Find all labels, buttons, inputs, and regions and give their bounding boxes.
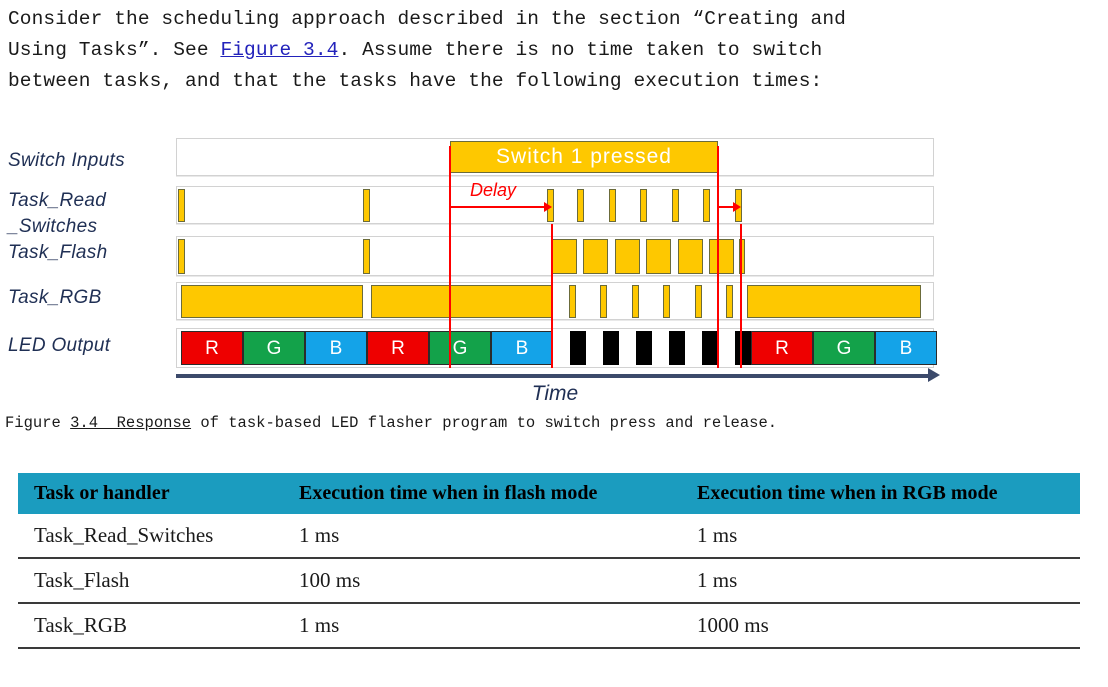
release-arrow-line: [717, 206, 737, 208]
pulse-read-1: [178, 189, 185, 222]
pulse-read-8: [703, 189, 710, 222]
row-label-task-rgb: Task_RGB: [8, 287, 102, 308]
flash-block-5: [678, 239, 703, 274]
delay-arrow-head: [544, 202, 552, 212]
column-header-flash-mode: Execution time when in flash mode: [283, 473, 681, 514]
pulse-read-2: [363, 189, 370, 222]
execution-times-table: Task or handler Execution time when in f…: [18, 473, 1080, 649]
rgb-pulse-5: [695, 285, 702, 318]
rgb-block-1: [181, 285, 363, 318]
marker-line-resume: [740, 224, 742, 368]
led-color-cell-r: R: [751, 331, 813, 365]
timing-diagram-figure: Switch Inputs Task_Read _Switches Task_F…: [0, 132, 950, 414]
release-arrow-head: [733, 202, 741, 212]
track-task-rgb: [176, 282, 934, 320]
led-flash-cell: [652, 331, 669, 365]
led-color-cell-g: G: [243, 331, 305, 365]
rgb-pulse-4: [663, 285, 670, 318]
led-color-cell-r: R: [367, 331, 429, 365]
intro-paragraph: Consider the scheduling approach describ…: [8, 4, 1083, 97]
caption-rest: of task-based LED flasher program to swi…: [191, 414, 778, 432]
led-color-cell-r: R: [181, 331, 243, 365]
rgb-block-2: [371, 285, 553, 318]
rgb-block-3: [747, 285, 921, 318]
switch-pressed-label: Switch 1 pressed: [496, 145, 672, 168]
led-flash-cell: [619, 331, 636, 365]
row-label-task-flash: Task_Flash: [8, 242, 108, 263]
track-task-read-switches: [176, 186, 934, 224]
flash-block-7: [739, 239, 745, 274]
led-flash-cell: [685, 331, 702, 365]
rgb-pulse-1: [569, 285, 576, 318]
cell-task-name: Task_Flash: [18, 558, 283, 604]
intro-line-2-prefix: Using Tasks”. See: [8, 39, 221, 61]
led-flash-cell: [635, 331, 652, 365]
intro-line-1: Consider the scheduling approach describ…: [8, 8, 846, 30]
caption-link[interactable]: 3.4 Response: [70, 414, 192, 432]
led-color-cell-g: G: [429, 331, 491, 365]
flash-block-4: [646, 239, 671, 274]
row-label-task-read-switches: Task_Read _Switches: [8, 190, 107, 237]
row-label-led-output: LED Output: [8, 335, 111, 356]
figure-caption: Figure 3.4 Response of task-based LED fl…: [5, 414, 777, 432]
delay-arrow-line: [449, 206, 546, 208]
time-axis-line: [176, 374, 934, 378]
marker-line-delay-end: [551, 224, 553, 368]
led-color-cell-b: B: [491, 331, 553, 365]
led-flash-cell: [553, 331, 570, 365]
track-task-flash: [176, 236, 934, 276]
led-flash-cell: [586, 331, 603, 365]
figure-3-4-link[interactable]: Figure 3.4: [220, 39, 339, 61]
flash-block-1: [552, 239, 577, 274]
column-header-task: Task or handler: [18, 473, 283, 514]
rgb-pulse-2: [600, 285, 607, 318]
led-flash-cell: [718, 331, 735, 365]
track-switch-inputs: Switch 1 pressed: [176, 138, 934, 176]
cell-flash-mode-time: 100 ms: [283, 558, 681, 604]
marker-line-release: [717, 146, 719, 368]
led-color-cell-b: B: [305, 331, 367, 365]
intro-line-2-suffix: . Assume there is no time taken to switc…: [338, 39, 823, 61]
cell-rgb-mode-time: 1 ms: [681, 514, 1080, 559]
led-flash-cell: [668, 331, 685, 365]
led-flash-cell: [701, 331, 718, 365]
row-label-switch-inputs: Switch Inputs: [8, 150, 125, 171]
caption-prefix: Figure: [5, 414, 71, 432]
flash-block-2: [583, 239, 608, 274]
flash-pulse-2: [363, 239, 370, 274]
table-header-row: Task or handler Execution time when in f…: [18, 473, 1080, 514]
rgb-pulse-3: [632, 285, 639, 318]
cell-task-name: Task_Read_Switches: [18, 514, 283, 559]
marker-line-press: [449, 146, 451, 368]
delay-label: Delay: [470, 180, 517, 200]
flash-block-6: [709, 239, 734, 274]
cell-flash-mode-time: 1 ms: [283, 514, 681, 559]
pulse-read-4: [577, 189, 584, 222]
cell-rgb-mode-time: 1 ms: [681, 558, 1080, 604]
pulse-read-7: [672, 189, 679, 222]
flash-block-3: [615, 239, 640, 274]
column-header-rgb-mode: Execution time when in RGB mode: [681, 473, 1080, 514]
pulse-read-6: [640, 189, 647, 222]
flash-pulse-1: [178, 239, 185, 274]
intro-line-3: between tasks, and that the tasks have t…: [8, 70, 823, 92]
time-axis-label: Time: [531, 382, 579, 405]
led-flash-cell: [602, 331, 619, 365]
pulse-read-5: [609, 189, 616, 222]
cell-flash-mode-time: 1 ms: [283, 603, 681, 649]
time-axis-arrow-icon: [928, 368, 940, 382]
led-flash-cell: [734, 331, 751, 365]
led-color-cell-b: B: [875, 331, 937, 365]
rgb-pulse-6: [726, 285, 733, 318]
cell-rgb-mode-time: 1000 ms: [681, 603, 1080, 649]
led-color-cell-g: G: [813, 331, 875, 365]
led-flash-cell: [569, 331, 586, 365]
cell-task-name: Task_RGB: [18, 603, 283, 649]
switch-pressed-block: Switch 1 pressed: [450, 141, 718, 173]
